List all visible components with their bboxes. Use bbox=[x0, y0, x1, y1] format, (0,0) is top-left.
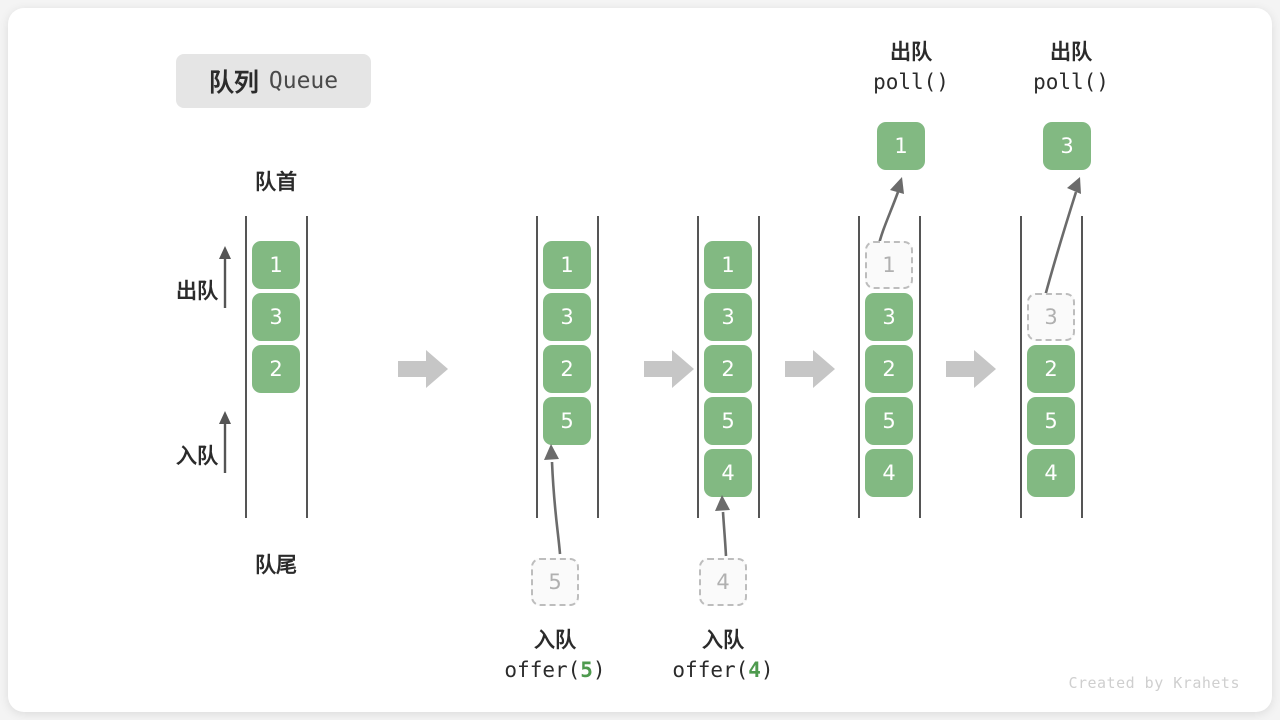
cell: 3 bbox=[704, 293, 752, 341]
popped-cell-poll-1: 1 bbox=[877, 122, 925, 170]
enqueue-up-arrow-icon bbox=[219, 411, 231, 473]
cell: 1 bbox=[704, 241, 752, 289]
diagram-card: 队列 Queue 队首 队尾 出队 入队 1 3 2 bbox=[8, 8, 1272, 712]
caption-poll-3-cn: 出队 bbox=[1050, 40, 1092, 64]
cell: 4 bbox=[1027, 449, 1075, 497]
side-label-enqueue: 入队 bbox=[176, 444, 218, 468]
cell: 3 bbox=[543, 293, 591, 341]
cell: 1 bbox=[252, 241, 300, 289]
caption-offer-5: 入队 offer(5) bbox=[460, 626, 650, 686]
caption-poll-1-cn: 出队 bbox=[890, 40, 932, 64]
step-arrow-icon bbox=[398, 350, 448, 388]
popped-cell-poll-3: 3 bbox=[1043, 122, 1091, 170]
step-arrow-icon bbox=[946, 350, 996, 388]
cell: 5 bbox=[865, 397, 913, 445]
cell: 2 bbox=[1027, 345, 1075, 393]
offer-5-arrow-icon bbox=[544, 444, 562, 555]
cell: 2 bbox=[704, 345, 752, 393]
caption-offer-4: 入队 offer(4) bbox=[628, 626, 818, 686]
side-label-dequeue: 出队 bbox=[176, 279, 218, 303]
rail-left-col-5 bbox=[1020, 216, 1022, 518]
cell: 4 bbox=[865, 449, 913, 497]
caption-offer-4-code: offer(4) bbox=[672, 657, 774, 682]
queue-column-after-offer-5: 1 3 2 5 bbox=[543, 241, 591, 445]
rail-right-col-4 bbox=[919, 216, 921, 518]
caption-poll-3: 出队 poll() bbox=[976, 38, 1166, 98]
cell: 5 bbox=[543, 397, 591, 445]
step-arrow-icon bbox=[644, 350, 694, 388]
queue-head-label: 队首 bbox=[255, 170, 297, 194]
credit-text: Created by Krahets bbox=[1068, 674, 1240, 692]
queue-column-poll-3: 3 2 5 4 bbox=[1027, 293, 1075, 497]
ghost-cell: 1 bbox=[865, 241, 913, 289]
rail-right-col-1 bbox=[306, 216, 308, 518]
rail-left-col-2 bbox=[536, 216, 538, 518]
ghost-cell-offer-4: 4 bbox=[699, 558, 747, 606]
queue-column-poll-1: 1 3 2 5 4 bbox=[865, 241, 913, 497]
rail-right-col-5 bbox=[1081, 216, 1083, 518]
queue-column-initial: 1 3 2 bbox=[252, 241, 300, 393]
queue-column-after-offer-4: 1 3 2 5 4 bbox=[704, 241, 752, 497]
rail-left-col-4 bbox=[858, 216, 860, 518]
cell: 3 bbox=[865, 293, 913, 341]
title-en: Queue bbox=[268, 68, 339, 94]
caption-poll-1-code: poll() bbox=[873, 69, 949, 94]
rail-right-col-3 bbox=[758, 216, 760, 518]
poll-3-arrow-icon bbox=[1042, 177, 1081, 301]
ghost-cell-offer-5: 5 bbox=[531, 558, 579, 606]
cell: 2 bbox=[252, 345, 300, 393]
title-cn: 队列 bbox=[208, 68, 259, 97]
caption-offer-4-cn: 入队 bbox=[702, 628, 744, 652]
ghost-cell: 3 bbox=[1027, 293, 1075, 341]
cell: 5 bbox=[1027, 397, 1075, 445]
dequeue-up-arrow-icon bbox=[219, 246, 231, 308]
offer-4-arrow-icon bbox=[715, 495, 730, 557]
title-badge: 队列 Queue bbox=[176, 54, 371, 108]
caption-poll-1: 出队 poll() bbox=[816, 38, 1006, 98]
cell: 2 bbox=[865, 345, 913, 393]
cell: 5 bbox=[704, 397, 752, 445]
cell: 3 bbox=[252, 293, 300, 341]
rail-left-col-1 bbox=[245, 216, 247, 518]
queue-tail-label: 队尾 bbox=[255, 553, 297, 577]
rail-left-col-3 bbox=[697, 216, 699, 518]
caption-poll-3-code: poll() bbox=[1033, 69, 1109, 94]
cell: 1 bbox=[543, 241, 591, 289]
caption-offer-5-code: offer(5) bbox=[504, 657, 606, 682]
cell: 2 bbox=[543, 345, 591, 393]
step-arrow-icon bbox=[785, 350, 835, 388]
cell: 4 bbox=[704, 449, 752, 497]
caption-offer-5-cn: 入队 bbox=[534, 628, 576, 652]
rail-right-col-2 bbox=[597, 216, 599, 518]
